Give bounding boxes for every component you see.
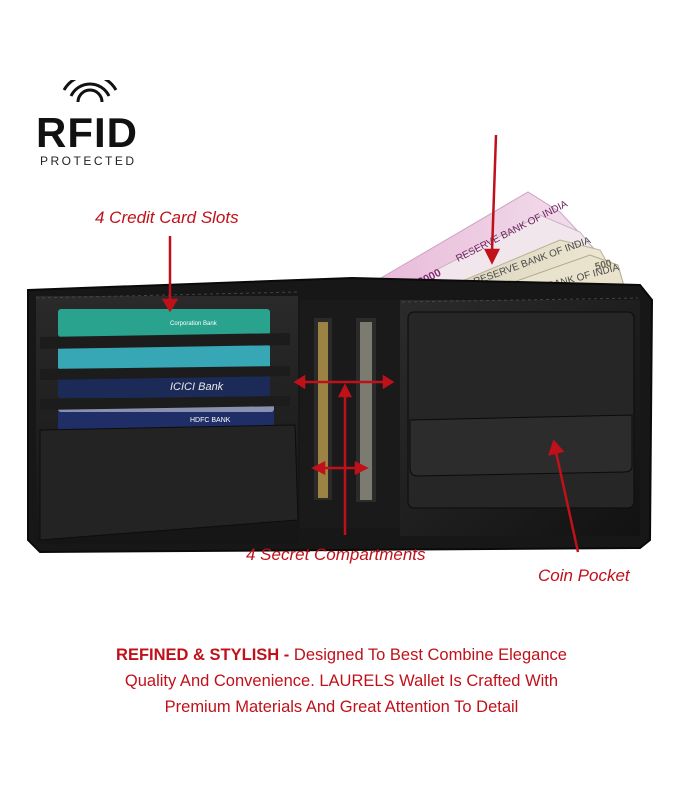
rfid-subtitle: PROTECTED	[40, 154, 137, 168]
description-line-2: Quality And Convenience. LAURELS Wallet …	[124, 672, 559, 690]
card-1	[58, 309, 270, 337]
coin-pocket-body	[407, 311, 635, 509]
description-line-1: REFINED & STYLISH - Designed To Best Com…	[0, 642, 683, 668]
card-3-label: ICICI Bank	[170, 381, 224, 393]
card-stack: Corporation Bank ICICI Bank HDFC BANK	[58, 309, 274, 432]
rfid-title: RFID	[36, 109, 138, 156]
card-2	[58, 344, 270, 370]
callout-arrows	[161, 134, 580, 553]
callout-coin-pocket: Coin Pocket	[538, 566, 630, 585]
card-4-label: HDFC BANK	[190, 417, 231, 424]
rfid-badge	[30, 80, 150, 170]
coin-pocket-flap	[409, 414, 633, 477]
description-line-3: Premium Materials And Great Attention To…	[164, 698, 519, 716]
left-pocket	[39, 424, 299, 541]
description-text-1: Designed To Best Combine Elegance	[293, 646, 567, 664]
wifi-signal-icon	[62, 80, 118, 103]
note-amount-500: 500	[594, 258, 613, 273]
callout-card-slots: 4 Credit Card Slots	[95, 208, 239, 227]
card-1-label: Corporation Bank	[170, 321, 218, 327]
callout-secret-compartments: 4 Secret Compartments	[246, 545, 426, 564]
description-lead: REFINED & STYLISH -	[116, 646, 290, 664]
